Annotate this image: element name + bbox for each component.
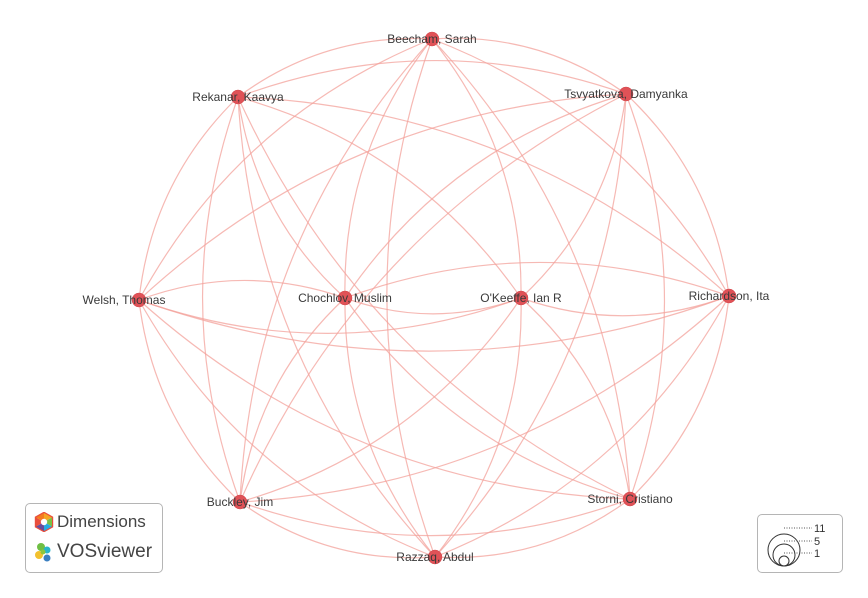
edge-chochlov-buckley: [239, 297, 346, 503]
dimensions-icon: [34, 512, 54, 532]
edge-welsh-storni: [138, 299, 631, 500]
node-label-razzaq[interactable]: Razzaq, Abdul: [396, 550, 473, 564]
edge-tsvyatkova-okeeffe: [520, 93, 627, 299]
node-tsvyatkova[interactable]: [618, 86, 634, 102]
edge-beecham-buckley: [239, 38, 433, 503]
edge-tsvyatkova-welsh: [138, 93, 627, 301]
node-label-welsh[interactable]: Welsh, Thomas: [83, 293, 166, 307]
size-legend-label-mid: 5: [814, 536, 820, 548]
node-label-buckley[interactable]: Buckley, Jim: [207, 495, 273, 509]
edge-richardson-razzaq: [434, 295, 730, 558]
edge-rekanar-welsh: [138, 96, 239, 301]
edge-okeeffe-buckley: [239, 297, 522, 503]
node-size-legend: 11 5 1: [757, 514, 843, 573]
node-buckley[interactable]: [232, 494, 248, 510]
edge-richardson-buckley: [239, 295, 730, 503]
size-legend-graphic: 11 5 1: [767, 523, 825, 567]
edge-rekanar-okeeffe: [237, 96, 522, 299]
edge-rekanar-chochlov: [237, 96, 346, 299]
node-label-beecham[interactable]: Beecham, Sarah: [387, 32, 476, 46]
edge-chochlov-razzaq: [344, 297, 436, 558]
edge-chochlov-okeeffe: [344, 297, 522, 315]
size-legend-circle-small: [778, 555, 790, 567]
edge-welsh-buckley: [138, 299, 241, 503]
dimensions-logo: Dimensions: [34, 512, 146, 532]
edge-welsh-chochlov: [138, 279, 346, 301]
edge-welsh-razzaq: [138, 299, 436, 558]
node-storni[interactable]: [622, 491, 638, 507]
edge-beecham-tsvyatkova: [431, 37, 627, 95]
edge-rekanar-buckley: [201, 96, 241, 503]
edge-okeeffe-storni: [520, 297, 631, 500]
vosviewer-logo: VOSviewer: [34, 541, 152, 563]
node-razzaq[interactable]: [427, 549, 443, 565]
node-richardson[interactable]: [721, 288, 737, 304]
edge-tsvyatkova-razzaq: [434, 93, 627, 558]
edge-beecham-welsh: [138, 38, 433, 301]
size-legend-label-min: 1: [814, 548, 820, 560]
edge-beecham-razzaq: [386, 38, 436, 558]
node-label-chochlov[interactable]: Chochlov, Muslim: [298, 291, 392, 305]
edge-beecham-storni: [431, 38, 631, 500]
edge-buckley-storni: [239, 498, 631, 537]
attribution-logos: Dimensions VOSviewer: [25, 503, 163, 573]
edge-tsvyatkova-buckley: [239, 93, 627, 503]
edge-tsvyatkova-chochlov: [344, 93, 627, 299]
node-label-okeeffe[interactable]: O'Keeffe, Ian R: [480, 291, 562, 305]
node-label-storni[interactable]: Storni, Cristiano: [587, 492, 673, 506]
node-rekanar[interactable]: [230, 89, 246, 105]
edge-beecham-chochlov: [344, 38, 433, 299]
node-chochlov[interactable]: [337, 290, 353, 306]
edge-buckley-razzaq: [239, 501, 436, 559]
node-beecham[interactable]: [424, 31, 440, 47]
edge-richardson-storni: [629, 295, 730, 500]
edge-rekanar-razzaq: [237, 96, 436, 558]
network-edges: [138, 37, 730, 559]
node-label-richardson[interactable]: Richardson, Ita: [689, 289, 770, 303]
size-legend-circle-medium: [772, 543, 796, 567]
dimensions-text: Dimensions: [57, 512, 146, 531]
node-label-rekanar[interactable]: Rekanar, Kaavya: [192, 90, 284, 104]
edge-okeeffe-richardson: [520, 295, 730, 317]
size-legend-label-max: 11: [814, 523, 825, 535]
vosviewer-icon: [35, 543, 51, 562]
node-okeeffe[interactable]: [513, 290, 529, 306]
edge-tsvyatkova-storni: [625, 93, 666, 500]
edge-welsh-okeeffe: [138, 297, 522, 334]
vosviewer-text: VOSviewer: [57, 541, 153, 562]
edge-beecham-okeeffe: [431, 38, 522, 299]
edge-chochlov-richardson: [344, 261, 730, 299]
edge-welsh-richardson: [138, 295, 730, 352]
node-welsh[interactable]: [131, 292, 147, 308]
edge-beecham-richardson: [431, 38, 730, 297]
node-label-tsvyatkova[interactable]: Tsvyatkova, Damyanka: [564, 87, 688, 101]
edge-rekanar-storni: [237, 96, 631, 500]
edge-beecham-rekanar: [237, 37, 433, 98]
size-legend-circle-large: [767, 533, 801, 567]
edge-rekanar-tsvyatkova: [237, 59, 627, 98]
edge-okeeffe-razzaq: [434, 297, 522, 558]
edge-tsvyatkova-richardson: [625, 93, 730, 297]
edge-rekanar-richardson: [237, 96, 730, 297]
edge-storni-razzaq: [434, 498, 631, 559]
edge-chochlov-storni: [344, 297, 631, 500]
